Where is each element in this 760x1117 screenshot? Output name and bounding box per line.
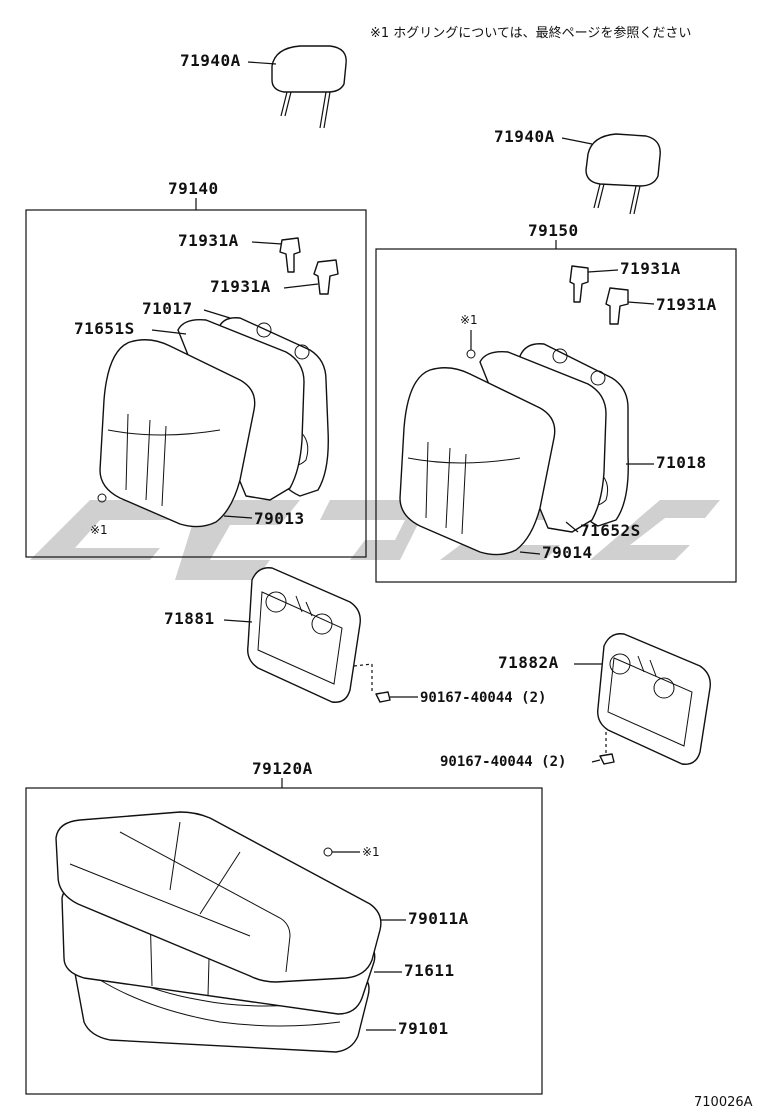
headrest-right (585, 133, 661, 215)
label-screw-right: 90167-40044 (2) (440, 754, 566, 770)
label-group-bottom: 79120A (252, 759, 313, 778)
label-headrest-left: 71940A (180, 51, 241, 70)
seatback-cover-left (99, 339, 256, 528)
label-support-left-1: 71931A (178, 231, 239, 250)
figure-code: 710026A (694, 1095, 753, 1110)
ref-mark-bottom: ※1 (362, 845, 380, 859)
group-box-left (25, 209, 367, 558)
label-pad-right: 71652S (580, 521, 641, 540)
hog-ring-marker-right (466, 349, 476, 359)
label-headrest-right: 71940A (494, 127, 555, 146)
label-support-right-2: 71931A (656, 295, 717, 314)
watermark-shape-3 (320, 500, 430, 560)
label-cushion-cover: 79011A (408, 909, 469, 928)
label-frame-left: 71017 (142, 299, 193, 318)
label-group-left: 79140 (168, 179, 219, 198)
label-cover-left: 79013 (254, 509, 305, 528)
label-support-right-1: 71931A (620, 259, 681, 278)
headrest-left (271, 45, 347, 129)
seatback-cover-right (399, 367, 556, 556)
screw-left (375, 691, 391, 703)
hinge-cover-left (247, 567, 361, 703)
headrest-support-left-2 (313, 259, 339, 295)
label-support-left-2: 71931A (210, 277, 271, 296)
label-cover-right: 79014 (542, 543, 593, 562)
label-group-right: 79150 (528, 221, 579, 240)
hog-ring-marker-bottom (323, 847, 333, 857)
ref-mark-left: ※1 (90, 523, 108, 537)
label-hinge-cover-right: 71882A (498, 653, 559, 672)
group-box-right (375, 248, 737, 583)
label-cushion-frame: 79101 (398, 1019, 449, 1038)
label-pad-left: 71651S (74, 319, 135, 338)
headrest-support-right-1 (569, 265, 589, 303)
headrest-support-right-2 (605, 287, 629, 325)
screw-right (599, 753, 615, 765)
label-cushion-pad: 71611 (404, 961, 455, 980)
hog-ring-marker-left (97, 493, 107, 503)
watermark-shape-5 (590, 500, 720, 560)
label-frame-right: 71018 (656, 453, 707, 472)
reference-note: ※1 ホグリングについては、最終ページを参照ください (370, 25, 691, 41)
headrest-support-left-1 (279, 237, 301, 273)
label-screw-left: 90167-40044 (2) (420, 690, 546, 706)
hinge-cover-right (597, 633, 711, 765)
ref-mark-right: ※1 (460, 313, 478, 327)
cushion-cover (55, 811, 382, 983)
group-box-bottom (25, 787, 543, 1095)
watermark-shape-1 (30, 500, 190, 560)
label-hinge-cover-left: 71881 (164, 609, 215, 628)
